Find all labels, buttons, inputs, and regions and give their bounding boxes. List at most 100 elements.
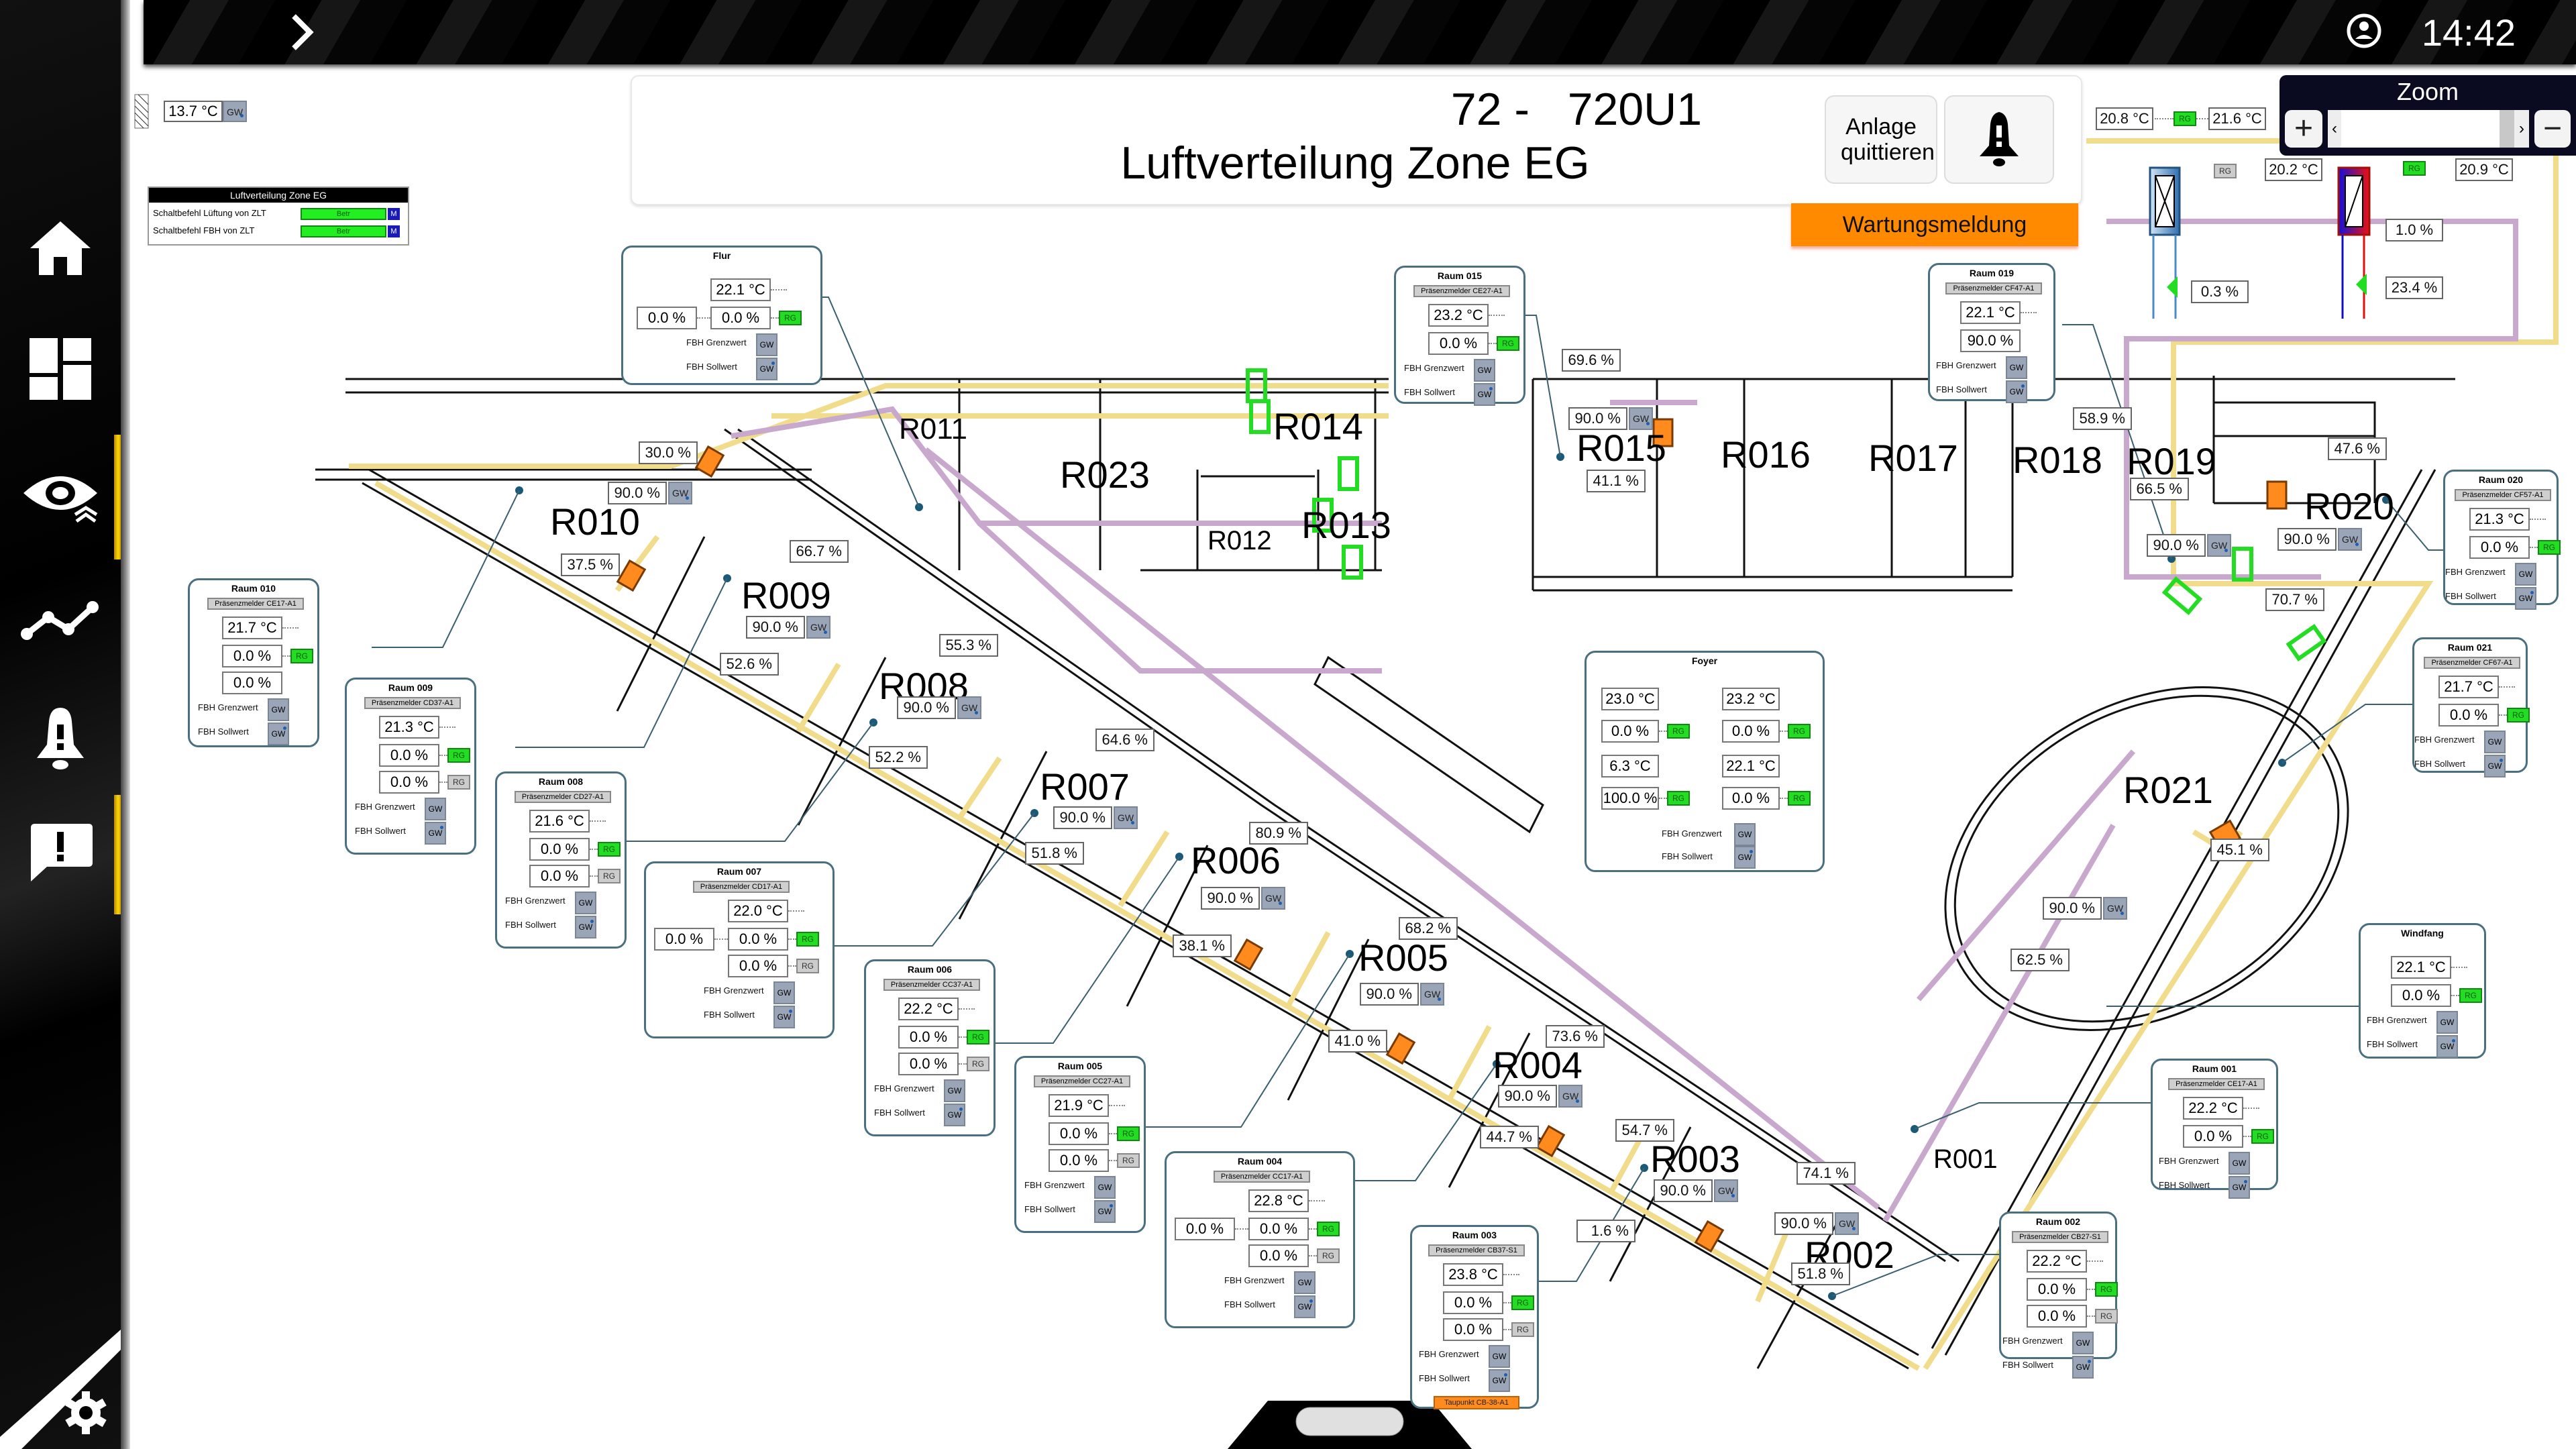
scroll-left-icon[interactable]: ‹	[2328, 110, 2341, 148]
foyer-rg-button-0[interactable]: RG	[1667, 724, 1690, 739]
fbh-setpoint-gw-button[interactable]: GW	[1474, 383, 1495, 406]
rg-button-0[interactable]: RG	[2538, 540, 2561, 555]
fbh-limit-gw-button[interactable]: GW	[773, 981, 795, 1004]
gw-button-r020[interactable]: GW	[2338, 528, 2362, 551]
gw-button-r005[interactable]: GW	[1420, 983, 1444, 1006]
rg-button-0[interactable]: RG	[1317, 1222, 1340, 1236]
rg-button-1[interactable]: RG	[2095, 1309, 2118, 1324]
ventilation-mode-button[interactable]: M	[388, 208, 400, 220]
rg-button-0[interactable]: RG	[447, 748, 470, 763]
fbh-limit-gw-button[interactable]: GW	[1474, 359, 1495, 382]
gw-button-r015[interactable]: GW	[1629, 407, 1653, 430]
rg-button-0[interactable]: RG	[1497, 336, 1519, 351]
nav-trends[interactable]	[13, 570, 107, 664]
rg-button-0[interactable]: RG	[290, 649, 313, 663]
nav-home[interactable]	[13, 201, 107, 295]
rg-button-0[interactable]: RG	[796, 932, 819, 947]
fbh-setpoint-gw-button[interactable]: GW	[1294, 1295, 1316, 1318]
fbh-limit-gw-button[interactable]: GW	[1734, 823, 1756, 846]
rg-button-0[interactable]: RG	[967, 1030, 989, 1044]
gw-button-r003[interactable]: GW	[1714, 1179, 1738, 1202]
rg-button-1[interactable]: RG	[598, 869, 621, 883]
menu-expand-button[interactable]	[288, 13, 329, 54]
rg-button-0[interactable]: RG	[2251, 1129, 2274, 1144]
gw-button-r008[interactable]: GW	[957, 696, 981, 719]
fbh-limit-gw-button[interactable]: GW	[1294, 1271, 1316, 1294]
scroll-thumb[interactable]	[2500, 110, 2514, 148]
zoom-in-button[interactable]: +	[2285, 110, 2322, 148]
fbh-limit-gw-button[interactable]: GW	[2006, 356, 2027, 379]
fbh-setpoint-gw-button[interactable]: GW	[425, 822, 446, 845]
nav-overview[interactable]	[13, 449, 107, 543]
gw-button-r007[interactable]: GW	[1114, 806, 1138, 829]
rg-button-1[interactable]: RG	[967, 1057, 989, 1071]
fbh-setpoint-gw-button[interactable]: GW	[1094, 1200, 1116, 1223]
fbh-setpoint-gw-button[interactable]: GW	[1734, 846, 1756, 869]
fbh-state-button[interactable]: Betr	[301, 225, 386, 237]
gw-button-r010[interactable]: GW	[668, 482, 692, 504]
fbh-limit-gw-button[interactable]: GW	[944, 1079, 965, 1102]
fbh-setpoint-gw-button[interactable]: GW	[756, 358, 777, 380]
zoom-scrollbar[interactable]: ‹ ›	[2328, 110, 2529, 148]
gw-button-r004[interactable]: GW	[1558, 1085, 1582, 1108]
gw-button-r021[interactable]: GW	[2103, 897, 2127, 920]
cooling-valve-icon[interactable]	[2167, 276, 2178, 298]
fbh-mode-button[interactable]: M	[388, 225, 400, 237]
nav-alarms[interactable]	[13, 691, 107, 785]
scroll-right-icon[interactable]: ›	[2514, 110, 2529, 148]
fbh-setpoint-gw-button[interactable]: GW	[575, 916, 596, 938]
zoom-out-button[interactable]: −	[2534, 110, 2571, 148]
nav-messages[interactable]	[13, 805, 107, 899]
rg-button-0[interactable]: RG	[779, 311, 802, 325]
gw-button-r002[interactable]: GW	[1835, 1212, 1859, 1235]
fbh-setpoint-gw-button[interactable]: GW	[1489, 1369, 1510, 1392]
ahu-cool-rg-button[interactable]: RG	[2214, 164, 2237, 178]
fbh-limit-gw-button[interactable]: GW	[1489, 1345, 1510, 1368]
fbh-limit-gw-button[interactable]: GW	[268, 698, 289, 721]
outdoor-gw-button[interactable]: GW	[223, 101, 247, 122]
drawer-pill[interactable]	[1295, 1407, 1404, 1436]
ahu-heat-rg-button[interactable]: RG	[2403, 161, 2426, 176]
rg-button-0[interactable]: RG	[1117, 1126, 1140, 1141]
fbh-limit-gw-button[interactable]: GW	[756, 333, 777, 356]
foyer-rg-button-1[interactable]: RG	[1788, 724, 1811, 739]
alarm-bell-button[interactable]	[1944, 95, 2054, 184]
rg-button-0[interactable]: RG	[2095, 1282, 2118, 1297]
rg-button-0[interactable]: RG	[2507, 708, 2530, 722]
rg-button-1[interactable]: RG	[447, 775, 470, 790]
ventilation-state-button[interactable]: Betr	[301, 208, 386, 220]
fbh-setpoint-gw-button[interactable]: GW	[2006, 380, 2027, 403]
rg-button-1[interactable]: RG	[1511, 1322, 1534, 1337]
fbh-setpoint-gw-button[interactable]: GW	[944, 1104, 965, 1126]
rg-button-1[interactable]: RG	[1117, 1153, 1140, 1168]
fbh-limit-gw-button[interactable]: GW	[2515, 563, 2536, 586]
fbh-setpoint-gw-button[interactable]: GW	[2515, 587, 2536, 610]
fbh-setpoint-gw-button[interactable]: GW	[2484, 755, 2506, 777]
fbh-limit-gw-button[interactable]: GW	[425, 798, 446, 820]
fbh-setpoint-gw-button[interactable]: GW	[2072, 1356, 2094, 1379]
dewpoint-alert[interactable]: Taupunkt CB-38-A1	[1434, 1396, 1519, 1409]
gw-button-r019[interactable]: GW	[2207, 534, 2231, 557]
fbh-setpoint-gw-button[interactable]: GW	[268, 722, 289, 745]
fbh-limit-gw-button[interactable]: GW	[2072, 1332, 2094, 1354]
gw-button-r009[interactable]: GW	[806, 616, 830, 639]
fbh-limit-gw-button[interactable]: GW	[2436, 1011, 2458, 1034]
fbh-limit-gw-button[interactable]: GW	[1094, 1176, 1116, 1199]
rg-button-0[interactable]: RG	[2459, 988, 2482, 1003]
nav-dashboard[interactable]	[13, 322, 107, 416]
fbh-limit-gw-button[interactable]: GW	[2484, 731, 2506, 753]
fbh-limit-gw-button[interactable]: GW	[2229, 1152, 2250, 1175]
maintenance-message-button[interactable]: Wartungsmeldung	[1791, 203, 2078, 246]
rg-button-1[interactable]: RG	[1317, 1248, 1340, 1263]
fbh-setpoint-gw-button[interactable]: GW	[2436, 1035, 2458, 1058]
foyer-rg-button-2[interactable]: RG	[1667, 791, 1690, 806]
fbh-limit-gw-button[interactable]: GW	[575, 892, 596, 914]
acknowledge-plant-button[interactable]: Anlage quittieren	[1825, 95, 1937, 184]
fbh-setpoint-gw-button[interactable]: GW	[773, 1006, 795, 1028]
rg-button-0[interactable]: RG	[598, 842, 621, 857]
user-icon[interactable]	[2347, 13, 2381, 48]
fbh-setpoint-gw-button[interactable]: GW	[2229, 1176, 2250, 1199]
rg-button-1[interactable]: RG	[796, 959, 819, 973]
settings-button[interactable]	[62, 1389, 110, 1437]
foyer-rg-button-3[interactable]: RG	[1788, 791, 1811, 806]
